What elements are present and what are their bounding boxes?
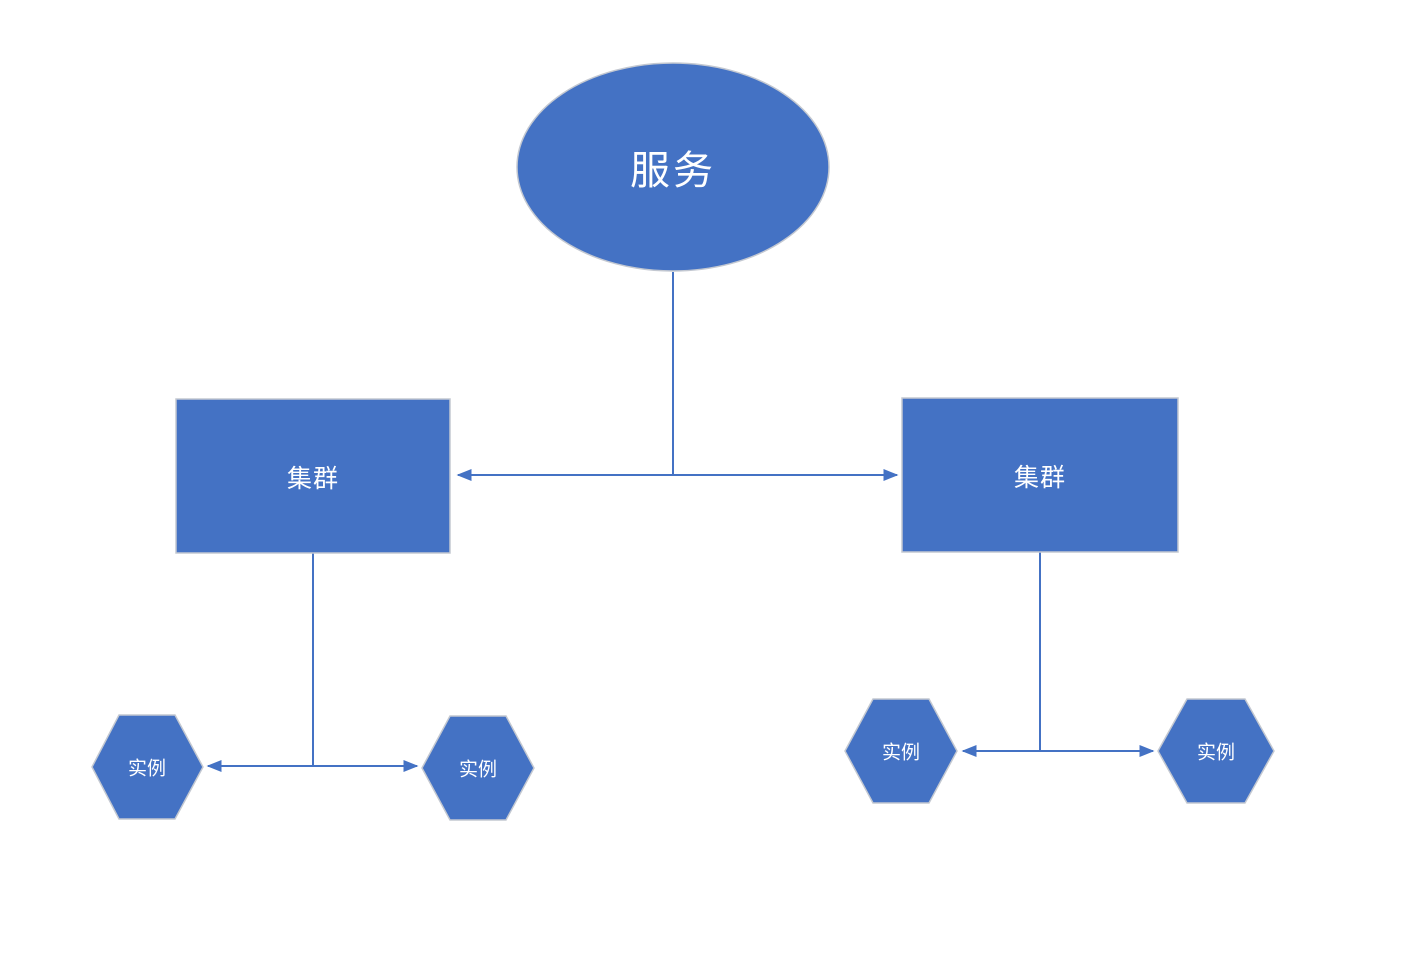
cluster-left-node-shape <box>175 398 451 554</box>
service-node-shape <box>516 62 830 272</box>
service-node-label: 服务 <box>630 149 716 193</box>
instance-left-1-node-label: 实例 <box>127 758 167 780</box>
node-shapes <box>91 62 1275 821</box>
cluster-right-node-shape <box>901 397 1179 553</box>
instance-right-1-node-label: 实例 <box>881 742 921 764</box>
instance-left-1-node-shape <box>91 714 204 820</box>
instance-right-1-node-shape <box>844 698 958 804</box>
instance-right-2-node-label: 实例 <box>1196 742 1236 764</box>
instance-right-2-node-shape <box>1157 698 1275 804</box>
instance-left-2-node-shape <box>421 715 535 821</box>
cluster-right-node-label: 集群 <box>1013 464 1067 492</box>
instance-left-2-node-label: 实例 <box>458 759 498 781</box>
cluster-left-node-label: 集群 <box>286 465 340 493</box>
connectors <box>206 272 1155 772</box>
